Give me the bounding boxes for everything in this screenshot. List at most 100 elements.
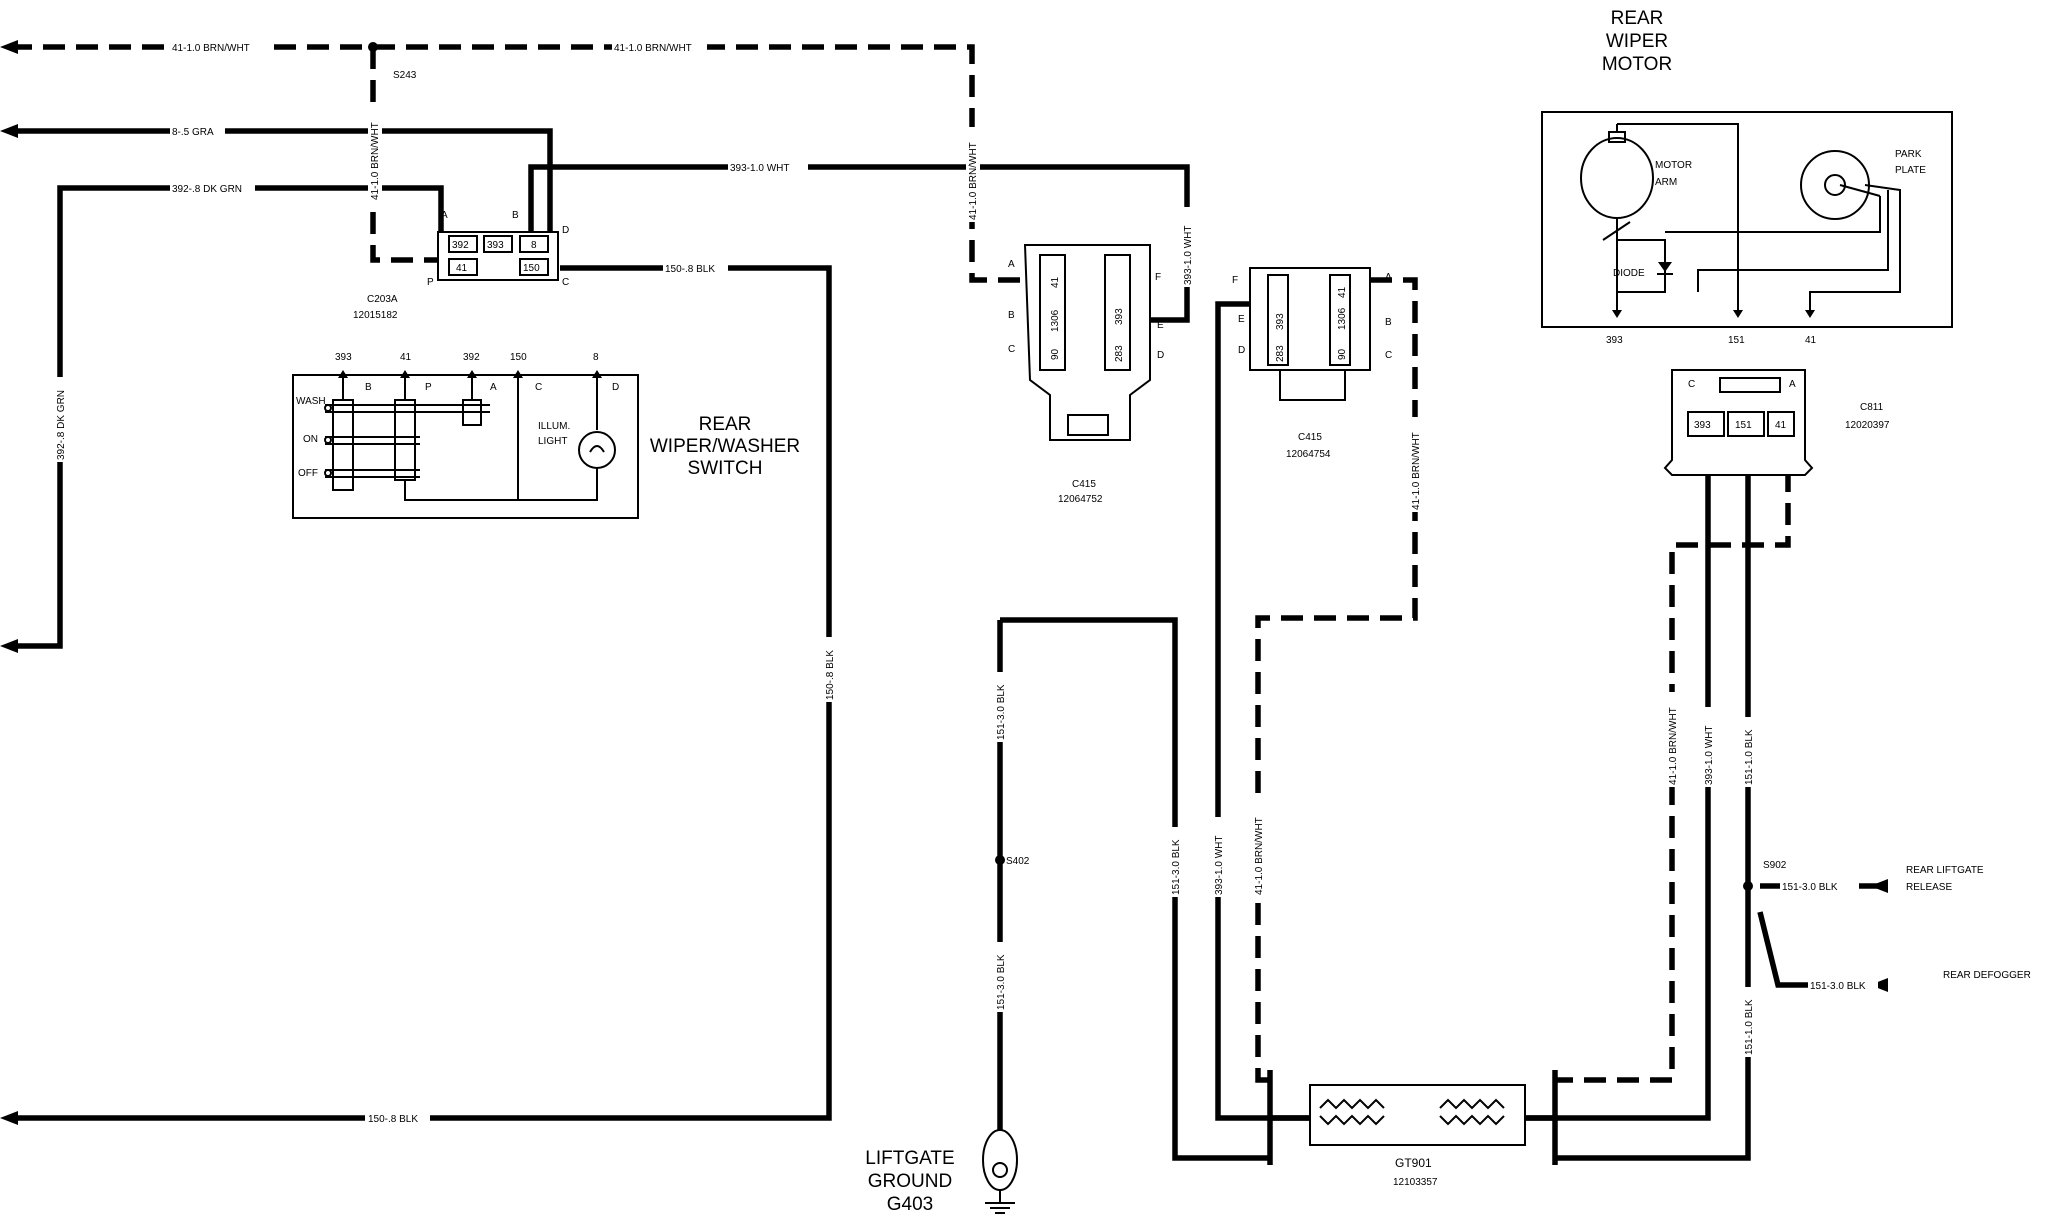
- c811-letter-c: C: [1688, 379, 1695, 390]
- label-151-mid: 151-3.0 BLK: [1171, 839, 1182, 895]
- label-393-mid: 393-1.0 WHT: [1214, 836, 1225, 895]
- c203a-pin-393: 393: [487, 240, 504, 251]
- switch-title-1: REAR: [699, 414, 752, 435]
- label-150-bottom: 150-.8 BLK: [368, 1114, 418, 1125]
- dest-defogger: REAR DEFOGGER: [1943, 970, 2031, 981]
- c415a-letter-d: D: [1157, 350, 1164, 361]
- c415b-name: C415: [1298, 432, 1322, 443]
- c811-letter-a: A: [1789, 379, 1796, 390]
- label-151-right-upper: 151-1.0 BLK: [1744, 729, 1755, 785]
- c811-pin-393: 393: [1694, 420, 1711, 431]
- switch-letter-a: A: [490, 382, 497, 393]
- label-41-right: 41-1.0 BRN/WHT: [1668, 707, 1679, 785]
- destinations: REAR LIFTGATE RELEASE REAR DEFOGGER: [1906, 865, 2031, 981]
- c415a-letter-e: E: [1157, 320, 1164, 331]
- label-41-c415b-vert: 41-1.0 BRN/WHT: [1411, 432, 1422, 510]
- c415b-pin-90: 90: [1337, 348, 1348, 360]
- connector-c415-b: 393 1306 41 283 90 F A E B D C C415 1206…: [1232, 267, 1392, 460]
- connector-c811: 393 151 41 C A C811 12020397: [1663, 369, 1890, 476]
- c415b-pin-283: 283: [1275, 345, 1286, 362]
- c415a-pin-283: 283: [1114, 345, 1125, 362]
- switch-letter-p: P: [425, 382, 432, 393]
- c415a-pin-90: 90: [1050, 348, 1061, 360]
- c415b-pin-41: 41: [1337, 286, 1348, 298]
- c203a-letter-b: B: [512, 210, 519, 221]
- label-151-liftgate: 151-3.0 BLK: [1782, 882, 1838, 893]
- label-151-right-lower: 151-1.0 BLK: [1744, 999, 1755, 1055]
- c415b-part: 12064754: [1286, 449, 1331, 460]
- c415b-pin-393: 393: [1275, 313, 1286, 330]
- c415a-pin-1306: 1306: [1050, 309, 1061, 332]
- label-151-left-lower: 151-3.0 BLK: [996, 954, 1007, 1010]
- dest-liftgate-1: REAR LIFTGATE: [1906, 865, 1984, 876]
- c203a-letter-p: P: [427, 277, 434, 288]
- label-150-top: 150-.8 BLK: [665, 264, 715, 275]
- c811-name: C811: [1860, 402, 1884, 413]
- splice-s902: S902: [1763, 860, 1787, 871]
- label-41-s243-vert: 41-1.0 BRN/WHT: [370, 122, 381, 200]
- label-150-vert: 150-.8 BLK: [825, 650, 836, 700]
- connector-c415-a: 41 1306 393 90 283 A B C F E D C415 1206…: [1008, 244, 1164, 505]
- label-393: 393-1.0 WHT: [730, 163, 789, 174]
- switch-illum-1: ILLUM.: [538, 421, 570, 432]
- label-151-defogger: 151-3.0 BLK: [1810, 981, 1866, 992]
- c415b-letter-b: B: [1385, 317, 1392, 328]
- c415a-letter-f: F: [1155, 272, 1161, 283]
- c415a-part: 12064752: [1058, 494, 1103, 505]
- rear-wiper-motor: REAR WIPER MOTOR MOTOR ARM DIODE PARK PL…: [1541, 8, 1953, 346]
- motor-arm-1: MOTOR: [1655, 160, 1692, 171]
- wire-41-right: [1555, 470, 1791, 1083]
- label-393-right: 393-1.0 WHT: [1704, 726, 1715, 785]
- switch-circuit-392: 392: [463, 352, 480, 363]
- splice-dots: [368, 42, 1753, 891]
- liftgate-ground: LIFTGATE GROUND G403: [865, 1129, 1018, 1215]
- label-41-c415-vert: 41-1.0 BRN/WHT: [968, 142, 979, 220]
- c415b-letter-d: D: [1238, 345, 1245, 356]
- c415a-name: C415: [1072, 479, 1096, 490]
- c415b-pin-1306: 1306: [1337, 307, 1348, 330]
- switch-letter-c: C: [535, 382, 542, 393]
- c415a-pin-41: 41: [1050, 276, 1061, 288]
- park-plate-2: PLATE: [1895, 165, 1926, 176]
- wire-392: [10, 185, 444, 649]
- switch-pos-on: ON: [303, 434, 318, 445]
- splice-s402: S402: [1006, 856, 1030, 867]
- switch-title-3: SWITCH: [688, 458, 763, 479]
- switch-pos-wash: WASH: [296, 396, 326, 407]
- motor-title-3: MOTOR: [1602, 54, 1672, 75]
- c811-pin-151: 151: [1735, 420, 1752, 431]
- ground-line-1: LIFTGATE: [865, 1148, 954, 1169]
- switch-circuit-41: 41: [400, 352, 412, 363]
- connector-c203a: 392 393 8 41 150 A B D P C C203A 1201518…: [353, 210, 569, 321]
- label-393-c415-vert: 393-1.0 WHT: [1183, 226, 1194, 285]
- wire-41-top: [10, 44, 1020, 283]
- motor-title-1: REAR: [1611, 8, 1664, 29]
- label-392-vert: 392-.8 DK GRN: [56, 390, 67, 460]
- motor-diode: DIODE: [1613, 268, 1645, 279]
- park-plate-1: PARK: [1895, 149, 1922, 160]
- c203a-letter-c: C: [562, 277, 569, 288]
- ground-line-3: G403: [887, 1194, 933, 1215]
- c415a-letter-b: B: [1008, 310, 1015, 321]
- c415a-letter-a: A: [1008, 259, 1015, 270]
- label-41-mid: 41-1.0 BRN/WHT: [1254, 817, 1265, 895]
- switch-circuit-8: 8: [593, 352, 599, 363]
- motor-arm-2: ARM: [1655, 177, 1677, 188]
- c203a-part: 12015182: [353, 310, 398, 321]
- c415b-letter-a: A: [1385, 272, 1392, 283]
- c415b-letter-e: E: [1238, 314, 1245, 325]
- c415a-pin-393: 393: [1114, 308, 1125, 325]
- gt901-name: GT901: [1395, 1156, 1432, 1170]
- c203a-pin-41: 41: [456, 263, 468, 274]
- switch-circuit-393: 393: [335, 352, 352, 363]
- switch-letter-d: D: [612, 382, 619, 393]
- c203a-pin-8: 8: [531, 240, 537, 251]
- label-392: 392-.8 DK GRN: [172, 184, 242, 195]
- splice-s243: S243: [393, 70, 417, 81]
- motor-term-393: 393: [1606, 335, 1623, 346]
- motor-term-41: 41: [1805, 335, 1817, 346]
- label-151-left-upper: 151-3.0 BLK: [996, 684, 1007, 740]
- ground-line-2: GROUND: [868, 1171, 952, 1192]
- switch-letter-b: B: [365, 382, 372, 393]
- rear-wiper-washer-switch: WASH ON OFF ILLUM. LIGHT 393 41 392 150 …: [292, 352, 800, 519]
